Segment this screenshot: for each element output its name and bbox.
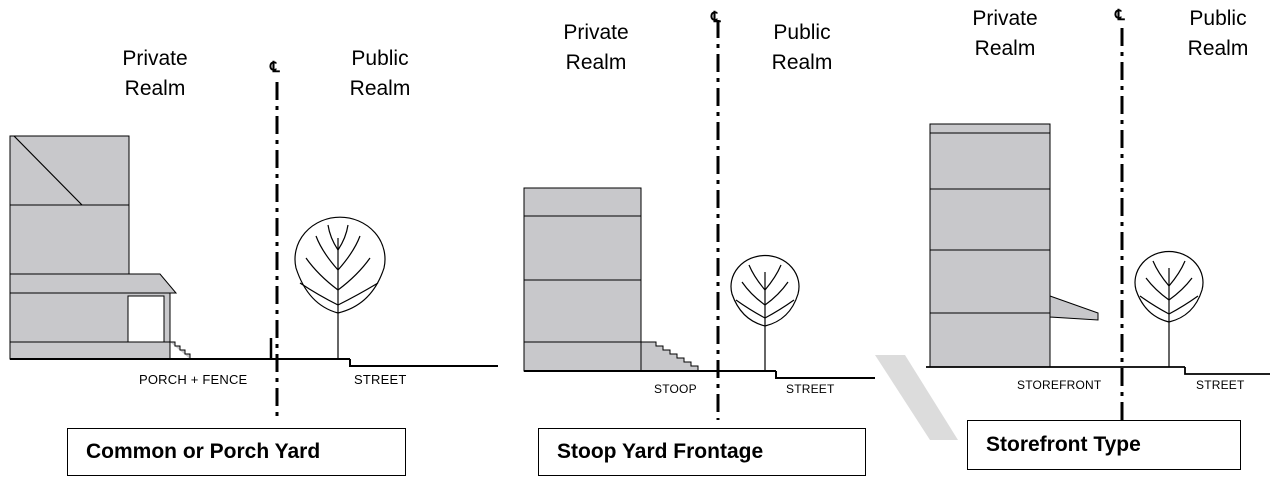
private-label-line1: Private [972,7,1038,30]
porch-steps [170,341,191,359]
private-realm-label: Private Realm [546,18,646,78]
public-label-line2: Realm [1187,37,1249,60]
stoop-steps [640,341,699,372]
street-caption: STREET [786,382,835,396]
private-label-line2: Realm [565,51,627,74]
panel-title: Common or Porch Yard [67,428,406,476]
public-label-line1: Public [351,47,409,70]
porch-door [127,295,165,343]
street-caption: STREET [1196,378,1245,392]
roof-line [13,135,83,206]
public-realm-label: Public Realm [752,18,852,78]
panel-porch-yard: Private Realm ℄ Public Realm PORCH + FEN… [0,0,520,477]
porch-roof [9,273,178,294]
public-label-line2: Realm [349,77,411,100]
property-line-symbol: ℄ [711,8,721,26]
stoop-yard-drawing [523,20,875,420]
private-label-line2: Realm [974,37,1036,60]
frontage-caption: STOOP [654,382,697,396]
frontage-caption: PORCH + FENCE [139,372,248,387]
frontage-caption: STOREFRONT [1017,378,1102,392]
building [929,123,1051,368]
public-realm-label: Public Realm [1168,4,1268,64]
public-realm-label: Public Realm [330,44,430,104]
awning [1049,295,1099,321]
public-label-line2: Realm [771,51,833,74]
storefront-drawing [926,28,1270,420]
panel-storefront: Private Realm ℄ Public Realm STOREFRONT … [900,0,1278,477]
public-label-line1: Public [1189,7,1247,30]
tree-icon [1134,250,1204,367]
porch-yard-drawing [9,82,498,420]
private-label-line1: Private [122,47,188,70]
tree-icon [294,216,386,360]
street-caption: STREET [354,372,407,387]
public-label-line1: Public [773,21,831,44]
property-line-symbol: ℄ [270,58,280,76]
private-realm-label: Private Realm [105,44,205,104]
private-label-line2: Realm [124,77,186,100]
private-realm-label: Private Realm [955,4,1055,64]
panel-stoop-yard: Private Realm ℄ Public Realm STOOP STREE… [520,0,880,477]
tree-icon [730,254,800,371]
panel-title: Storefront Type [967,420,1241,470]
property-line-symbol: ℄ [1115,6,1125,24]
private-label-line1: Private [563,21,629,44]
panel-title: Stoop Yard Frontage [538,428,866,476]
